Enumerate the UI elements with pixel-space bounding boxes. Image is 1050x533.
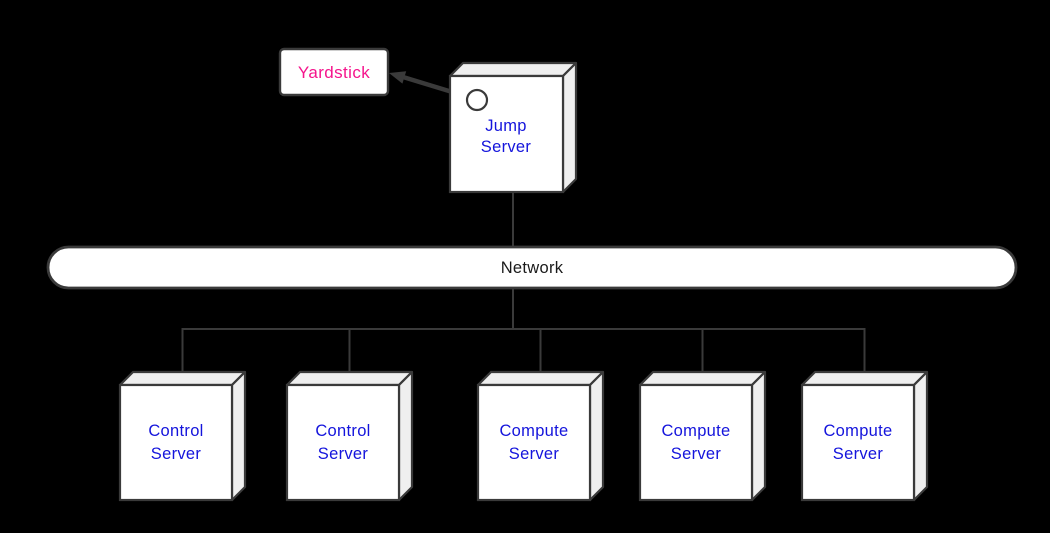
server-node-compute-3: Compute Server [800, 370, 929, 502]
server-front-face [285, 383, 401, 502]
server-label-line1: Control [315, 422, 370, 440]
server-front-face [638, 383, 754, 502]
server-top-face [476, 370, 605, 387]
bus-line [181, 328, 866, 372]
jump-server-node: Jump Server [448, 61, 578, 194]
server-front-face [476, 383, 592, 502]
server-label-line1: Compute [499, 422, 568, 440]
server-label-line1: Compute [823, 422, 892, 440]
server-right-face [588, 370, 605, 502]
jump-server-right-face [561, 61, 578, 194]
server-node-control-2: Control Server [285, 370, 414, 502]
server-label-line2: Server [833, 445, 884, 463]
yardstick-arrow-head [389, 71, 407, 84]
server-node-compute-1: Compute Server [476, 370, 605, 502]
yardstick-node: Yardstick [278, 47, 390, 97]
port-circle [465, 88, 489, 112]
server-right-face [230, 370, 247, 502]
server-label-line1: Control [148, 422, 203, 440]
server-label-line2: Server [151, 445, 202, 463]
server-node-control-1: Control Server [118, 370, 247, 502]
network-bus: Network [46, 245, 1018, 290]
server-right-face [397, 370, 414, 502]
jump-server-front-face [448, 74, 565, 194]
server-right-face [750, 370, 767, 502]
jump-server-label-line1: Jump [485, 117, 527, 135]
server-node-compute-2: Compute Server [638, 370, 767, 502]
server-top-face [638, 370, 767, 387]
server-top-face [800, 370, 929, 387]
network-label: Network [501, 259, 564, 277]
yardstick-box [278, 47, 390, 97]
yardstick-label: Yardstick [298, 63, 370, 82]
server-top-face [118, 370, 247, 387]
server-label-line2: Server [318, 445, 369, 463]
network-pill [46, 245, 1018, 290]
server-right-face [912, 370, 929, 502]
server-label-line1: Compute [661, 422, 730, 440]
server-label-line2: Server [509, 445, 560, 463]
jump-server-top-face [448, 61, 578, 78]
server-front-face [118, 383, 234, 502]
jump-server-label-line2: Server [481, 138, 532, 156]
server-label-line2: Server [671, 445, 722, 463]
server-front-face [800, 383, 916, 502]
server-top-face [285, 370, 414, 387]
